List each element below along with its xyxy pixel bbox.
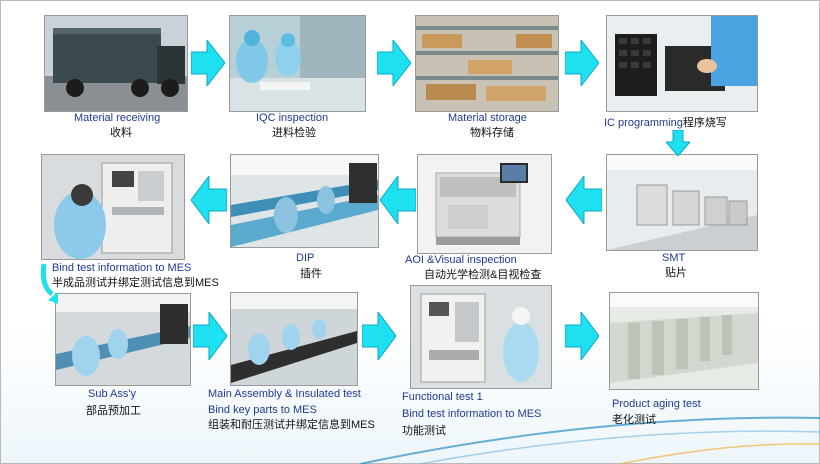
label-material-storage-cn: 物料存储 xyxy=(470,127,514,139)
label-iqc-inspection-en: IQC inspection xyxy=(256,112,329,124)
arrow-right-6 xyxy=(565,312,599,360)
label-dip-cn: 插件 xyxy=(300,268,322,280)
label-ic-programming-en: IC programming xyxy=(604,117,683,129)
label-functional-test-en2: Bind test information to MES xyxy=(402,408,542,420)
label-functional-test-en: Functional test 1 xyxy=(402,391,483,403)
arrow-right-5 xyxy=(362,312,396,360)
label-aoi-cn: 自动光学检测&目视检查 xyxy=(424,269,542,281)
label-iqc-inspection-cn: 进料检验 xyxy=(272,127,316,139)
photo-dip xyxy=(230,154,379,248)
photo-functional-test xyxy=(410,285,552,389)
label-main-assembly-en2: Bind key parts to MES xyxy=(208,404,317,416)
photo-aoi-visual-inspection xyxy=(417,154,552,254)
label-smt-cn: 贴片 xyxy=(665,267,687,279)
arrow-right-2 xyxy=(377,40,411,86)
label-smt-en: SMT xyxy=(662,252,686,264)
arrow-left-1 xyxy=(566,176,602,224)
label-main-assembly-cn: 组装和耐压测试并绑定信息到MES xyxy=(208,419,375,431)
arrow-right-4 xyxy=(193,312,227,360)
photo-iqc-inspection xyxy=(229,15,366,112)
label-dip-en: DIP xyxy=(296,252,315,264)
photo-ic-programming xyxy=(606,15,758,112)
label-aging-test-cn: 老化测试 xyxy=(612,414,656,426)
photo-material-receiving xyxy=(44,15,188,112)
label-material-receiving-en: Material receiving xyxy=(74,112,161,124)
label-bind-test-mes-en: Bind test information to MES xyxy=(52,262,192,274)
photo-product-aging-test xyxy=(609,292,759,390)
label-sub-assy-cn: 部品预加工 xyxy=(86,405,141,417)
photo-sub-assy xyxy=(55,293,191,386)
label-sub-assy-en: Sub Ass'y xyxy=(88,388,136,400)
label-bind-test-mes-cn: 半成品测试并绑定测试信息到MES xyxy=(52,277,219,289)
label-aoi-en: AOI &Visual inspection xyxy=(405,254,517,266)
label-functional-test-cn: 功能测试 xyxy=(402,425,446,437)
photo-material-storage xyxy=(415,15,559,112)
label-ic-programming: IC programming程序烧写 xyxy=(604,117,727,130)
arrow-curve-down-right xyxy=(40,263,58,304)
arrow-left-2 xyxy=(380,176,416,224)
photo-smt xyxy=(606,154,758,251)
label-main-assembly-en: Main Assembly & Insulated test xyxy=(208,388,361,400)
label-ic-programming-cn: 程序烧写 xyxy=(682,117,727,129)
arrow-left-3 xyxy=(191,176,227,224)
label-material-receiving-cn: 收料 xyxy=(110,127,132,139)
arrow-down-1 xyxy=(666,130,690,156)
photo-main-assembly xyxy=(230,292,358,386)
arrow-right-1 xyxy=(191,40,225,86)
arrow-right-3 xyxy=(565,40,599,86)
photo-bind-test-mes xyxy=(41,154,185,260)
label-aging-test-en: Product aging test xyxy=(612,398,701,410)
label-material-storage-en: Material storage xyxy=(448,112,527,124)
